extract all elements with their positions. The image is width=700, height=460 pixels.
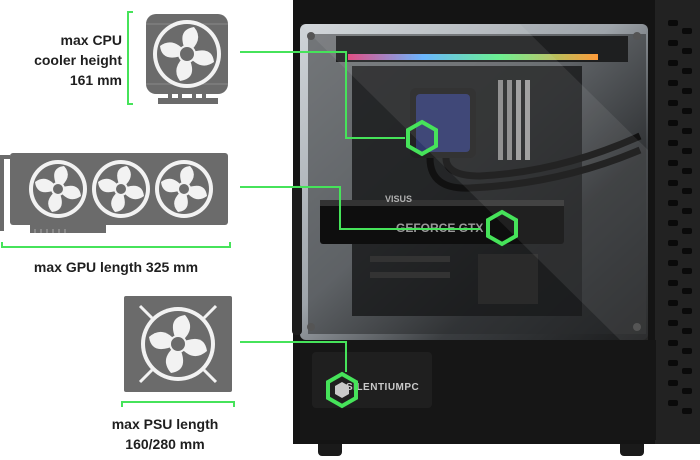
gpu-hex-marker [486,209,518,247]
cpu-label-line-3: 161 mm [69,72,122,88]
graphics-card-icon [0,153,228,233]
pc-case: GEFORCE GTX VISUS SILENTIUMPC [292,0,700,456]
psu-label-line-2: 160/280 mm [125,436,205,452]
psu-hex-marker [326,371,358,409]
gpu-length-bracket [1,242,231,248]
psu-label-line-1: max PSU length [111,416,219,432]
cpu-hex-marker [406,119,438,157]
psu-length-label: max PSU length 160/280 mm [100,414,230,454]
power-supply-icon [124,296,232,392]
cpu-cooler-label: max CPU cooler height 161 mm [20,30,122,90]
psu-length-bracket [121,401,235,407]
cpu-label-line-1: max CPU [60,32,122,48]
callout-lines [240,51,480,372]
mobo-brand-text: VISUS [385,194,412,204]
cpu-cooler-icon [146,14,228,104]
shroud-brand-text: SILENTIUMPC [346,382,419,393]
cpu-label-line-2: cooler height [34,52,122,68]
cpu-height-bracket [127,11,133,105]
gpu-length-label: max GPU length 325 mm [33,259,199,275]
